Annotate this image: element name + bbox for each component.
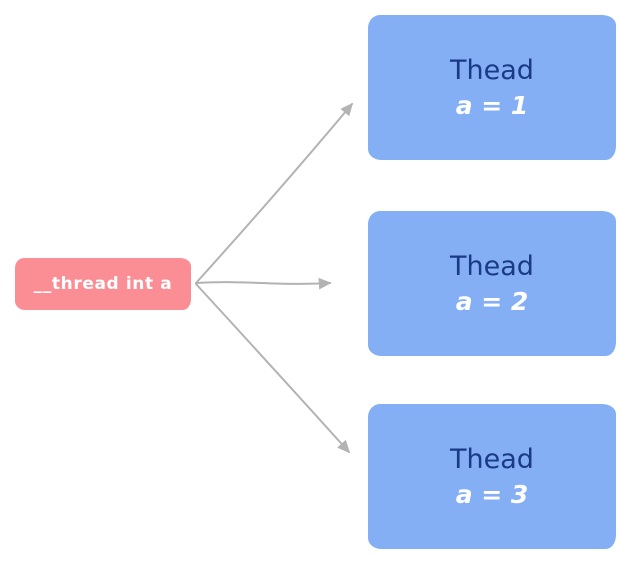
node-thread-3[interactable]: Thead a = 3 bbox=[368, 404, 616, 549]
node-thread-1[interactable]: Thead a = 1 bbox=[368, 15, 616, 160]
node-thread-2-value: a = 2 bbox=[455, 286, 529, 316]
node-thread-local-declaration-label: __thread int a bbox=[33, 273, 173, 294]
node-thread-1-value: a = 1 bbox=[455, 90, 529, 120]
node-thread-2-title: Thead bbox=[450, 250, 534, 282]
node-thread-local-declaration[interactable]: __thread int a bbox=[15, 258, 191, 310]
edge-source-to-thread-1 bbox=[195, 102, 354, 284]
edge-source-to-thread-2 bbox=[196, 277, 332, 290]
node-thread-2[interactable]: Thead a = 2 bbox=[368, 211, 616, 356]
node-thread-3-title: Thead bbox=[450, 443, 534, 475]
node-thread-1-title: Thead bbox=[450, 54, 534, 86]
node-thread-3-value: a = 3 bbox=[455, 479, 529, 509]
edge-source-to-thread-3 bbox=[195, 283, 351, 454]
